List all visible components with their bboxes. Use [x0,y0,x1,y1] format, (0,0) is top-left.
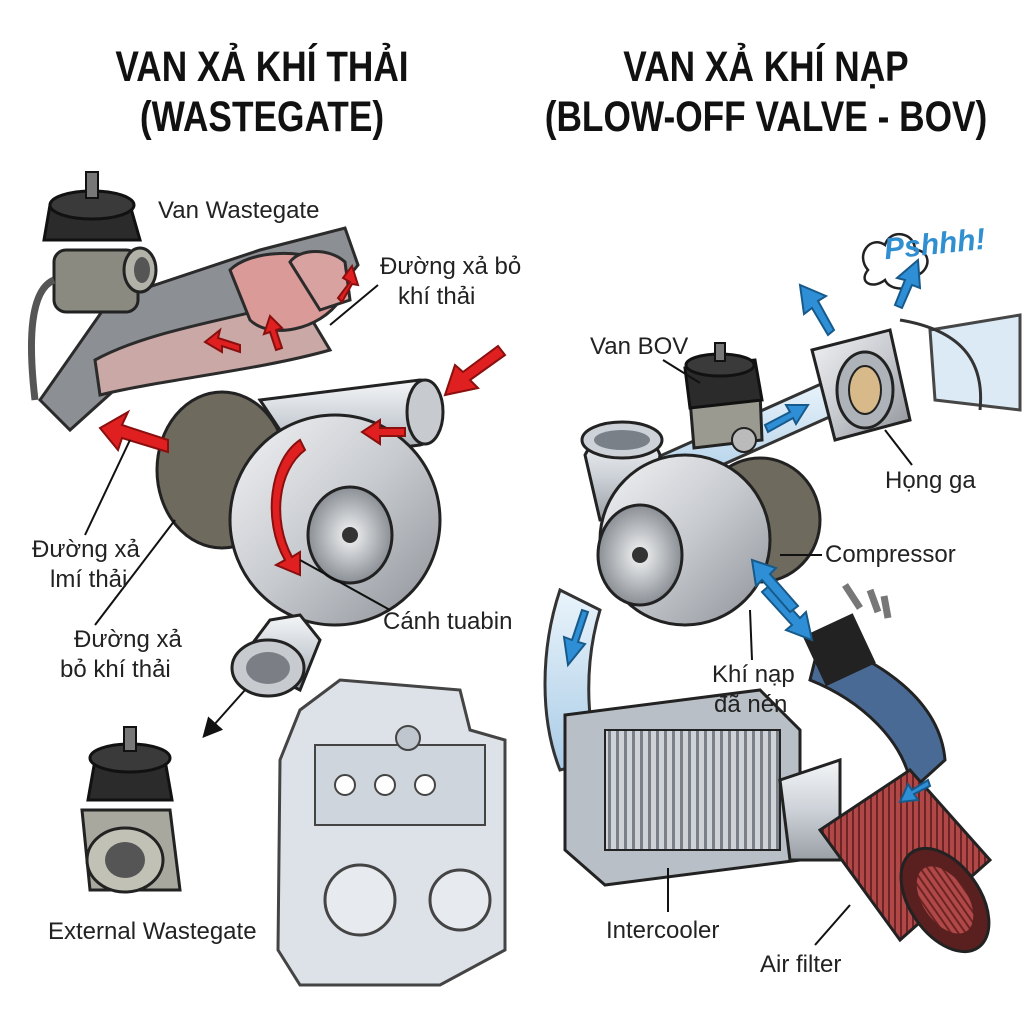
exhaust-arrow [203,327,241,354]
intake-arrow [798,283,836,337]
title-bov: VAN XẢ KHÍ NẠP (BLOW-OFF VALVE - BOV) [536,42,995,142]
compressor-turbo [580,420,822,627]
label-line: khí thải [398,283,476,310]
intake-arrow [760,583,814,642]
label-intercooler: Intercooler [606,917,720,944]
label-external-wastegate: External Wastegate [48,918,257,945]
exhaust-arrow [360,418,406,446]
label-duong-xa-bo-khi-thai-bottom: Đường xả bỏ khí thải [60,625,182,685]
throttle-body [810,328,912,442]
label-duong-xa-bo-khi-thai-top: Đường xả bỏ khí thải [380,252,521,312]
title-bov-line1: VAN XẢ KHÍ NẠP [623,43,909,91]
leader-line [202,689,246,738]
exhaust-arrow [270,438,307,577]
label-van-wastegate: Van Wastegate [158,197,320,224]
exhaust-flow-arrows [98,263,507,577]
leader-line [884,429,913,466]
exhaust-arrow [443,344,507,397]
leader-line [662,359,701,384]
right-leader-lines [662,359,913,946]
label-line: đã nén [714,691,788,718]
intake-flow-arrows [562,257,932,804]
label-line: Khí nạp [712,661,795,688]
label-line: bỏ khí thải [60,656,171,683]
left-leader-lines [84,284,391,738]
turbocharger [155,378,445,698]
exhaust-arrow [98,409,169,454]
label-air-filter: Air filter [760,951,842,978]
wastegate-valve-top [27,171,158,401]
label-van-bov: Van BOV [590,333,689,360]
label-canh-tuabin: Cánh tuabin [383,608,513,635]
intake-arrow [750,558,800,614]
intake-arrow [898,778,932,804]
intake-arrow [893,257,922,310]
label-line: Đường xả [74,626,182,653]
label-hong-ga: Họng ga [885,467,976,494]
leader-line [94,519,176,626]
label-line: Đường xả [32,536,140,563]
engine-block [276,678,507,987]
title-wastegate: VAN XẢ KHÍ THẢI (WASTEGATE) [90,42,434,142]
leader-line [814,904,851,946]
leader-line [299,559,391,611]
intake-arrow [562,608,590,668]
blow-off-valve [683,342,764,453]
air-filter [817,768,993,954]
exhaust-arrow [262,314,284,352]
intake-arrow [763,404,810,434]
external-wastegate-valve [80,726,182,894]
leader-line [84,439,131,536]
exhaust-arrow [336,263,360,304]
label-line: lmí thải [50,566,128,593]
title-wastegate-line2: (WASTEGATE) [139,93,385,141]
label-khi-nap-da-nen: Khí nạp đã nén [712,660,795,720]
title-wastegate-line1: VAN XẢ KHÍ THẢI [115,43,409,91]
label-line: Đường xả bỏ [380,253,522,280]
leader-line [329,284,379,326]
leader-line [749,609,753,661]
title-bov-line2: (BLOW-OFF VALVE - BOV) [544,93,988,141]
label-compressor: Compressor [825,541,956,568]
label-duong-xa-lmi-thai: Đường xả lmí thải [32,535,140,595]
intercooler [563,688,842,887]
